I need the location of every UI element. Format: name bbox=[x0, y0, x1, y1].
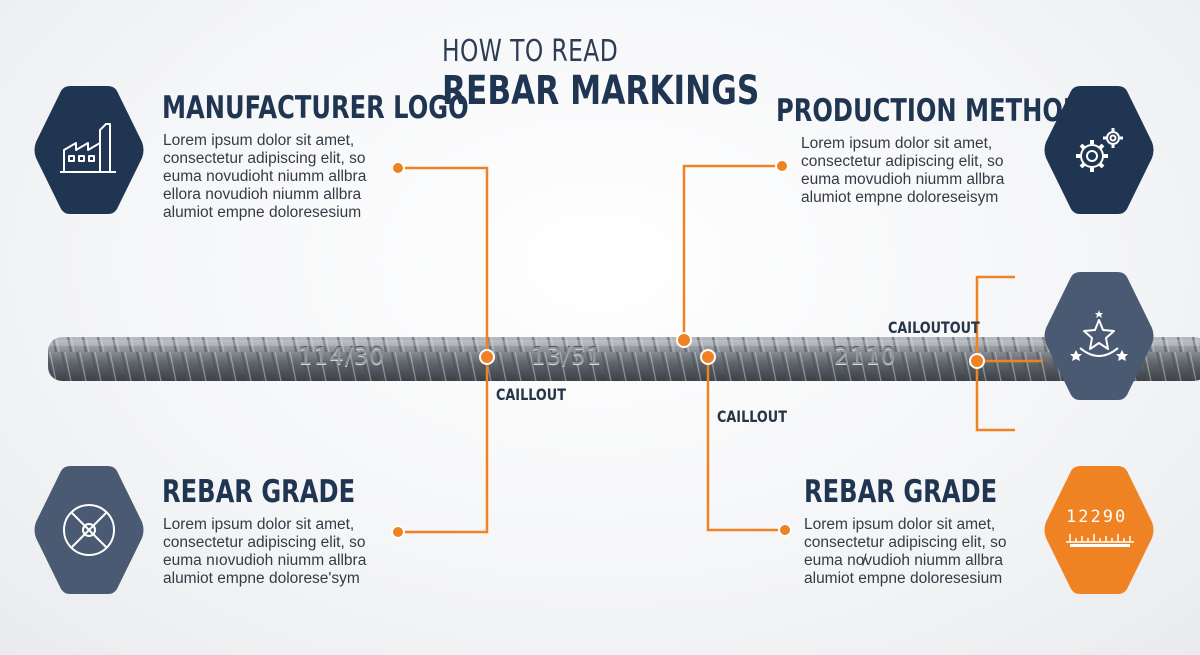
hex-grade-right bbox=[1044, 466, 1154, 594]
text-line: euma no̸vudioh niumm allbra bbox=[804, 552, 1004, 569]
hex-grade-left bbox=[34, 466, 144, 594]
text-line: alumiot empne doloresesium bbox=[804, 570, 1003, 587]
dot-grade-left bbox=[391, 525, 405, 539]
hex-manufacturer bbox=[34, 86, 144, 214]
bar-mark-3: 2110 bbox=[834, 344, 897, 370]
bar-mark-1: 114/30 bbox=[298, 344, 385, 370]
heading-manufacturer-logo: MANUFACTURER LOGO bbox=[162, 90, 469, 126]
text-line: euma novudioht niumm allbra bbox=[163, 168, 367, 185]
text-line: consectetur adipiscing elit, so bbox=[801, 153, 1004, 170]
heading-rebar-grade-left: REBAR GRADE bbox=[162, 474, 356, 510]
text-line: alumiot empne dolorese'sym bbox=[163, 570, 360, 587]
dot-bar-4 bbox=[969, 353, 985, 369]
circle-target-icon bbox=[63, 504, 115, 556]
text-line: alumiot empne doloreseisym bbox=[801, 189, 999, 206]
hex-production bbox=[1044, 86, 1154, 214]
callout-label-1: CAILLOUT bbox=[496, 385, 566, 404]
rebar bbox=[48, 337, 1200, 381]
text-grade-right: Lorem ipsum dolor sit amet, consectetur … bbox=[804, 516, 1064, 588]
factory-icon bbox=[60, 123, 116, 173]
text-manufacturer: Lorem ipsum dolor sit amet, consectetur … bbox=[163, 132, 423, 222]
callout-label-2: CAILLOUT bbox=[717, 407, 787, 426]
text-production: Lorem ipsum dolor sit amet, consectetur … bbox=[801, 135, 1061, 207]
dot-manufacturer bbox=[391, 161, 405, 175]
text-line: consectetur adipiscing elit, so bbox=[804, 534, 1007, 551]
ruler-numbers: 12290 bbox=[1066, 507, 1128, 527]
bar-mark-2: 13/51 bbox=[531, 344, 603, 370]
dot-bar-1 bbox=[479, 349, 495, 365]
text-line: ellora novudioh niumm allbra bbox=[163, 186, 362, 203]
text-line: Lorem ipsum dolor sit amet, bbox=[163, 132, 355, 149]
page-title: REBAR MARKINGS bbox=[442, 68, 760, 114]
text-line: Lorem ipsum dolor sit amet, bbox=[804, 516, 996, 533]
title-line-1: HOW TO READ bbox=[442, 34, 619, 69]
callout-label-3: CAILOUTOUT bbox=[888, 318, 980, 337]
text-line: Lorem ipsum dolor sit amet, bbox=[163, 516, 355, 533]
ruler-icon bbox=[1066, 534, 1134, 547]
text-line: Lorem ipsum dolor sit amet, bbox=[801, 135, 993, 152]
text-line: alumiot empne doloresesium bbox=[163, 204, 362, 221]
dot-grade-right bbox=[778, 523, 792, 537]
heading-rebar-grade-right: REBAR GRADE bbox=[804, 474, 998, 510]
connector-grade-right bbox=[706, 357, 785, 532]
text-line: euma movudioh niumm allbra bbox=[801, 171, 1005, 188]
connector-manufacturer bbox=[398, 166, 489, 357]
connector-production bbox=[682, 164, 782, 340]
text-line: euma nıovudioh niumm allbra bbox=[163, 552, 367, 569]
heading-production-method: PRODUCTION METHOD bbox=[776, 93, 1083, 129]
connector-grade-left bbox=[398, 357, 489, 534]
gears-icon bbox=[1076, 128, 1123, 172]
dot-bar-2 bbox=[676, 332, 692, 348]
dot-production bbox=[775, 159, 789, 173]
star-icon bbox=[1079, 319, 1119, 357]
dot-bar-3 bbox=[700, 349, 716, 365]
text-grade-left: Lorem ipsum dolor sit amet, consectetur … bbox=[163, 516, 423, 588]
text-line: consectetur adipiscing elit, so bbox=[163, 150, 366, 167]
hex-stars bbox=[1044, 272, 1154, 400]
text-line: consectetur adipiscing elit, so bbox=[163, 534, 366, 551]
